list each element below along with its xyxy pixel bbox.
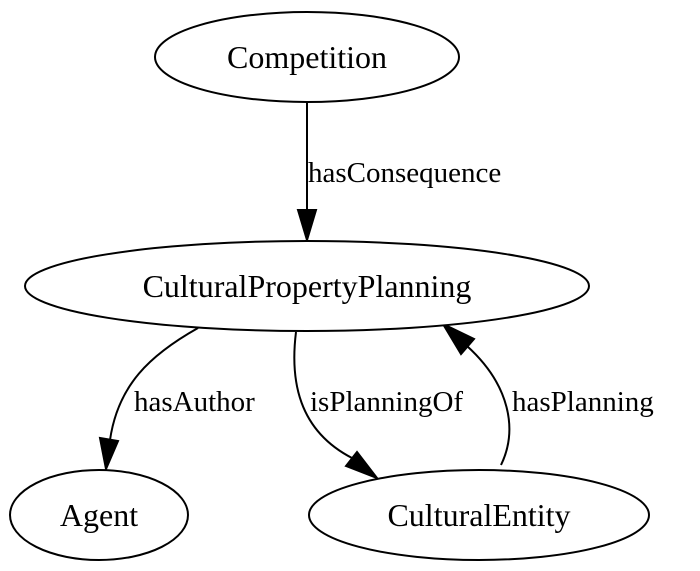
edge-has-planning-label: hasPlanning xyxy=(512,386,654,418)
edge-has-author: hasAuthor xyxy=(98,327,255,473)
edge-has-author-line xyxy=(109,327,199,441)
node-cultural-entity-label: CulturalEntity xyxy=(387,497,570,533)
node-agent-shape xyxy=(9,469,189,561)
node-competition-label: Competition xyxy=(227,39,387,75)
edge-has-consequence-label: hasConsequence xyxy=(308,157,501,189)
edge-has-planning: hasPlanning xyxy=(440,321,654,466)
edge-has-author-arrowhead xyxy=(98,436,120,473)
node-cultural-entity-shape xyxy=(308,469,650,561)
edge-is-planning-of: isPlanningOf xyxy=(293,331,463,481)
edge-has-planning-line xyxy=(466,345,511,466)
node-cultural-property-planning-label: CulturalPropertyPlanning xyxy=(143,268,472,304)
node-cultural-property-planning: CulturalPropertyPlanning xyxy=(24,240,590,332)
edge-is-planning-of-label: isPlanningOf xyxy=(310,386,463,418)
edge-is-planning-of-arrowhead xyxy=(344,450,380,481)
node-agent: Agent xyxy=(9,469,189,561)
edge-has-consequence-arrowhead xyxy=(296,209,318,244)
edge-has-author-label: hasAuthor xyxy=(134,386,255,418)
node-competition-shape xyxy=(154,11,460,103)
edge-has-consequence: hasConsequence xyxy=(296,102,501,244)
edge-has-planning-arrowhead xyxy=(440,321,476,356)
edge-is-planning-of-line xyxy=(293,331,353,459)
node-cultural-property-planning-shape xyxy=(24,240,590,332)
node-agent-label: Agent xyxy=(60,497,138,533)
node-competition: Competition xyxy=(154,11,460,103)
node-cultural-entity: CulturalEntity xyxy=(308,469,650,561)
